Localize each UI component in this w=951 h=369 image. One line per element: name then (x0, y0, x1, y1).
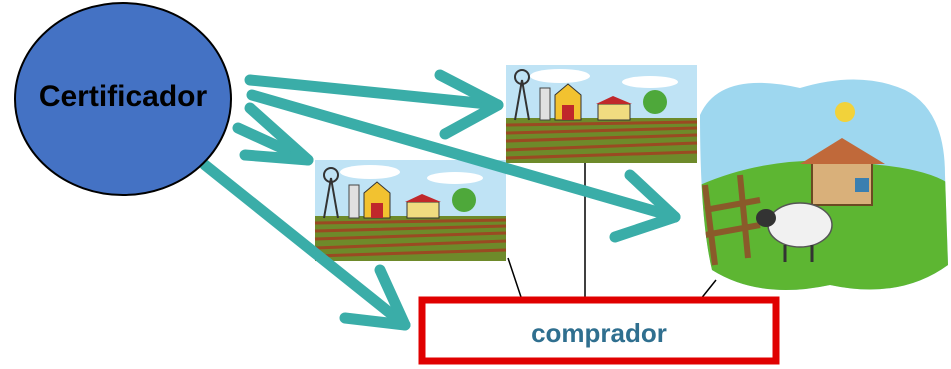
arrow-to-middle-farm (232, 102, 314, 166)
farm-image-top (505, 65, 698, 163)
farm-image-middle (314, 160, 507, 261)
arrow-to-top-farm (244, 69, 504, 140)
arrows (199, 69, 681, 331)
arrow-to-sheep-farm (246, 89, 681, 243)
arrow-to-buyer (199, 159, 411, 331)
buyer-box (418, 296, 780, 365)
certifier-ellipse (14, 2, 232, 196)
certifier-label: Certificador (38, 80, 208, 113)
sheep-farm-image (700, 79, 948, 290)
buyer-label: comprador (531, 318, 667, 348)
